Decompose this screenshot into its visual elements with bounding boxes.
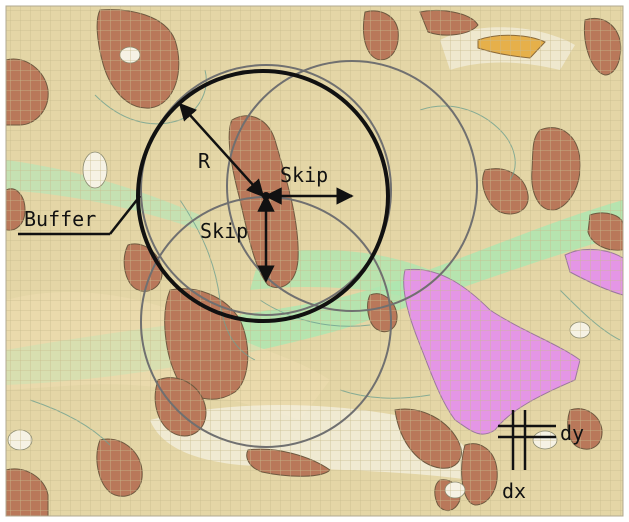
dx-label: dx [502, 479, 526, 503]
skip-vertical-label: Skip [200, 219, 248, 243]
neighbor-circles [140, 60, 478, 448]
radius-label: R [198, 149, 211, 173]
grid-spacing-symbol [498, 410, 556, 470]
center-point [262, 192, 270, 200]
radius-arrow [178, 102, 265, 198]
buffer-label: Buffer [24, 207, 96, 231]
dy-label: dy [560, 421, 584, 445]
buffer-leader [109, 195, 141, 235]
frame [5, 5, 624, 517]
skip-horizontal-label: Skip [280, 163, 328, 187]
circle-overlap [140, 64, 392, 316]
grid-overlay [6, 6, 623, 516]
main-circle [136, 69, 390, 323]
